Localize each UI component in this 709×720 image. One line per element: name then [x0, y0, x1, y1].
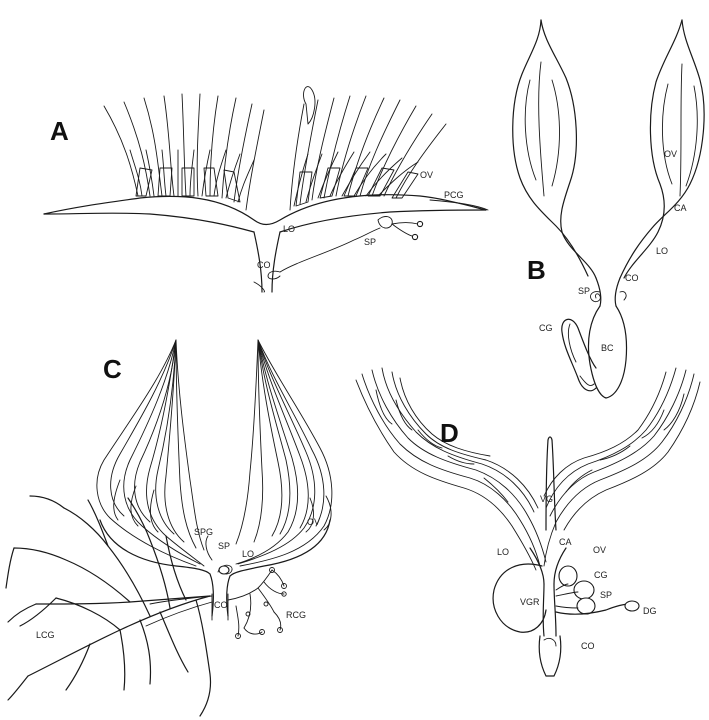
- panel-d-co: [543, 584, 556, 636]
- panel-c: C: [6, 340, 332, 716]
- panel-b-right-ovary-outer: [620, 20, 704, 278]
- panel-b-right-ovarioles: [662, 64, 697, 196]
- panel-d-dg-tip: [625, 601, 639, 611]
- panel-d-label-dg: DG: [643, 606, 657, 616]
- panel-c-rcg: [228, 568, 287, 639]
- panel-d-label-vgr: VGR: [520, 597, 540, 607]
- panel-d-letter: D: [440, 418, 459, 448]
- panel-c-label-ov: OV: [307, 517, 320, 527]
- panel-c-label-rcg: RCG: [286, 610, 306, 620]
- panel-a-ovarioles-left: [104, 94, 264, 210]
- panel-a: A: [44, 87, 488, 292]
- panel-a-label-sp: SP: [364, 237, 376, 247]
- panel-a-letter: A: [50, 116, 69, 146]
- panel-c-label-sp: SP: [218, 541, 230, 551]
- panel-b-sp: [590, 292, 600, 302]
- panel-a-sp-knob: [412, 234, 417, 239]
- panel-d-base-rim: [544, 638, 556, 646]
- panel-b-cg: [562, 319, 596, 390]
- panel-d-base: [539, 636, 561, 676]
- panel-a-sp: [378, 217, 392, 229]
- panel-a-calyx-upper: [44, 195, 486, 225]
- panel-b-label-ca: CA: [674, 203, 687, 213]
- panel-d-vg: [546, 440, 556, 530]
- panel-b-left-ovarioles: [525, 62, 559, 196]
- panel-b-left-ovary-inner: [541, 20, 596, 278]
- panel-c-label-lo: LO: [242, 549, 254, 559]
- panel-a-coil: [268, 271, 280, 279]
- panel-c-label-co: CO: [214, 600, 228, 610]
- panel-a-sp-duct: [280, 228, 380, 272]
- panel-b-label-cg: CG: [539, 323, 553, 333]
- panel-d-label-lo: LO: [497, 547, 509, 557]
- panel-a-oviduct-right: [272, 232, 280, 292]
- panel-b-label-bc: BC: [601, 343, 614, 353]
- panel-d-cg-2: [574, 581, 594, 599]
- panel-d-label-co: CO: [581, 641, 595, 651]
- panel-a-label-co: CO: [257, 260, 271, 270]
- panel-b-label-sp: SP: [578, 286, 590, 296]
- panel-b-sp-right: [620, 292, 626, 300]
- panel-c-letter: C: [103, 354, 122, 384]
- panel-a-sp-branches: [392, 223, 418, 237]
- panel-b: B OV CA LO SP CO CG BC: [513, 20, 704, 398]
- panel-d-left-ovary: [356, 368, 546, 570]
- panel-c-drawing: [6, 340, 332, 716]
- panel-c-label-spg: SPG: [194, 527, 213, 537]
- panel-d-cg-1: [559, 566, 577, 586]
- panel-d-sp: [577, 598, 595, 614]
- panel-b-label-ov: OV: [664, 149, 677, 159]
- panel-d-label-vg: VG: [540, 494, 553, 504]
- panel-b-label-lo: LO: [656, 246, 668, 256]
- panel-d-drawing: [356, 368, 700, 676]
- panel-c-right-ovary: [236, 340, 332, 566]
- panel-d-label-ov: OV: [593, 545, 606, 555]
- panel-c-sp: [219, 566, 229, 574]
- panel-b-cg-inner: [568, 324, 594, 386]
- panel-d-label-sp: SP: [600, 590, 612, 600]
- panel-c-label-lcg: LCG: [36, 630, 55, 640]
- panel-a-sp-knob-2: [417, 221, 422, 226]
- panel-d-label-cg: CG: [594, 570, 608, 580]
- panel-a-label-lo: LO: [283, 224, 295, 234]
- panel-a-co-base: [254, 282, 265, 292]
- panel-a-ovarioles-right: [290, 87, 446, 210]
- panel-a-label-pcg: PCG: [444, 190, 464, 200]
- panel-d: D: [356, 368, 700, 676]
- panel-b-letter: B: [527, 255, 546, 285]
- panel-d-label-ca: CA: [559, 537, 572, 547]
- panel-c-lcg: [6, 496, 211, 716]
- panel-b-label-co: CO: [625, 273, 639, 283]
- panel-a-label-ov: OV: [420, 170, 433, 180]
- panel-d-vg-tip: [548, 437, 552, 440]
- panel-c-lo-right: [230, 520, 330, 576]
